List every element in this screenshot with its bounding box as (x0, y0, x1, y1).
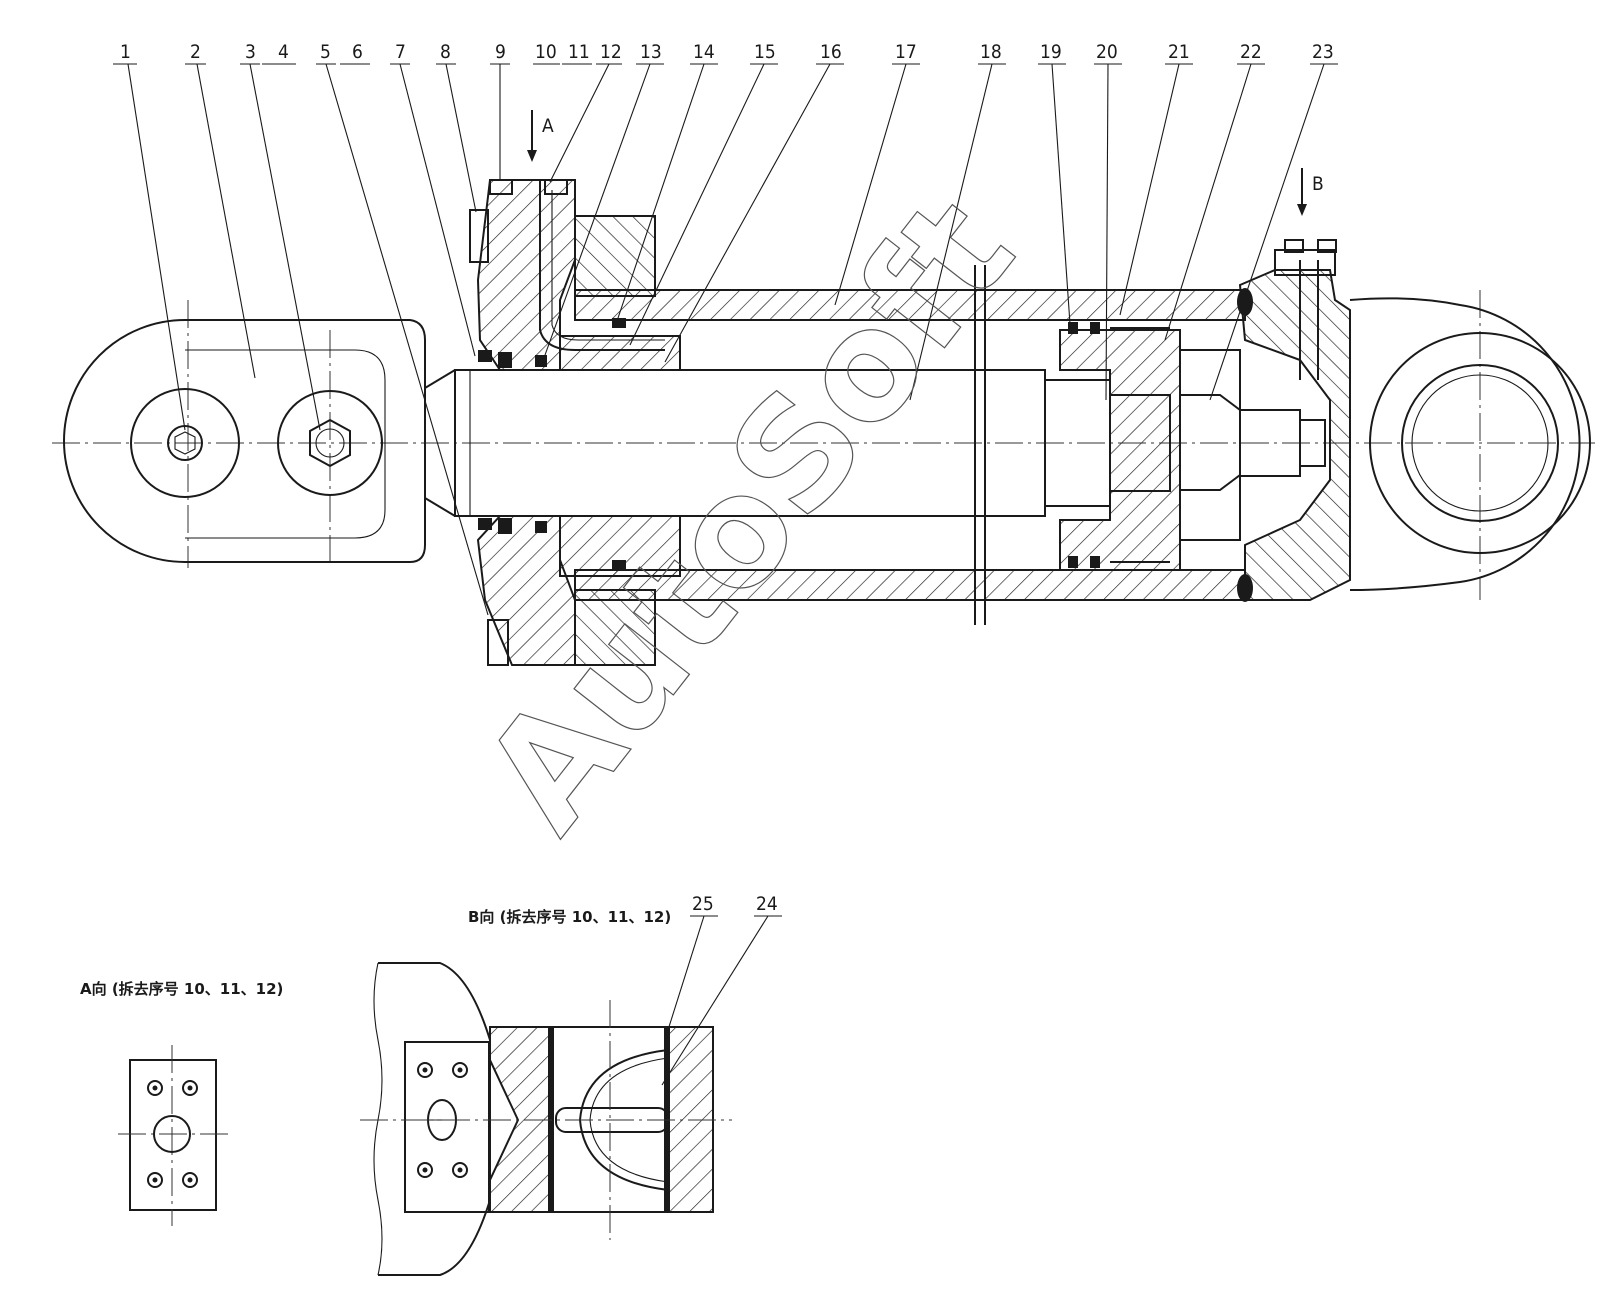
rear-end-cap (1237, 239, 1351, 602)
callout-5: 5 (316, 41, 489, 616)
callout-19: 19 (1038, 41, 1071, 325)
callout-1: 1 (113, 41, 186, 431)
svg-text:23: 23 (1312, 41, 1334, 63)
cylinder-barrel (574, 265, 1246, 625)
callout-3: 3 (240, 41, 321, 431)
svg-text:12: 12 (600, 41, 622, 63)
svg-text:18: 18 (980, 41, 1002, 63)
svg-text:7: 7 (395, 41, 406, 63)
callouts: 1 2 3 4 5 6 7 8 9 10 11 12 13 14 15 16 1… (113, 41, 1338, 616)
callout-17: 17 (834, 41, 920, 306)
svg-text:13: 13 (640, 41, 662, 63)
callout-24: 24 (661, 893, 782, 1086)
svg-text:19: 19 (1040, 41, 1062, 63)
callout-4: 4 (262, 41, 296, 65)
piston (1044, 322, 1181, 571)
callout-18: 18 (909, 41, 1006, 401)
view-arrows: A B (527, 110, 1324, 216)
view-b: B向 (拆去序号 10、11、12) 25 24 (360, 893, 782, 1276)
svg-text:16: 16 (820, 41, 842, 63)
svg-text:22: 22 (1240, 41, 1262, 63)
callout-13: 13 (544, 41, 664, 356)
callout-20: 20 (1094, 41, 1122, 401)
callout-11: 11 (562, 41, 592, 65)
svg-text:21: 21 (1168, 41, 1190, 63)
callout-22: 22 (1164, 41, 1265, 341)
svg-text:6: 6 (352, 41, 363, 63)
callout-12: 12 (549, 41, 622, 183)
callout-15: 15 (629, 41, 778, 346)
svg-text:14: 14 (693, 41, 715, 63)
svg-text:20: 20 (1096, 41, 1118, 63)
rear-eye (1349, 297, 1591, 591)
arrow-a-label: A (542, 115, 554, 137)
svg-text:3: 3 (245, 41, 256, 63)
callout-9: 9 (490, 41, 510, 180)
svg-text:1: 1 (120, 41, 131, 63)
svg-text:5: 5 (320, 41, 331, 63)
svg-text:8: 8 (440, 41, 451, 63)
callout-25: 25 (667, 893, 718, 1031)
svg-text:25: 25 (692, 893, 714, 915)
view-a-caption: A向 (拆去序号 10、11、12) (80, 980, 283, 998)
svg-text:24: 24 (756, 893, 778, 915)
view-a: A向 (拆去序号 10、11、12) (80, 980, 283, 1226)
callout-16: 16 (664, 41, 844, 363)
callout-14: 14 (617, 41, 718, 319)
callout-10: 10 (533, 41, 560, 65)
svg-text:10: 10 (535, 41, 557, 63)
callout-21: 21 (1119, 41, 1193, 316)
view-b-caption: B向 (拆去序号 10、11、12) (468, 908, 671, 926)
svg-text:11: 11 (568, 41, 590, 63)
svg-text:15: 15 (754, 41, 776, 63)
svg-text:9: 9 (495, 41, 506, 63)
callout-8: 8 (436, 41, 477, 213)
callout-23: 23 (1209, 41, 1338, 401)
arrow-b-label: B (1312, 173, 1324, 195)
callout-7: 7 (390, 41, 476, 357)
front-head (469, 179, 681, 666)
svg-text:4: 4 (278, 41, 289, 63)
piston-nut (1179, 349, 1326, 541)
rod-eye-clevis (63, 319, 456, 563)
callout-2: 2 (185, 41, 256, 379)
svg-text:2: 2 (190, 41, 201, 63)
svg-text:17: 17 (895, 41, 917, 63)
callout-6: 6 (340, 41, 370, 65)
